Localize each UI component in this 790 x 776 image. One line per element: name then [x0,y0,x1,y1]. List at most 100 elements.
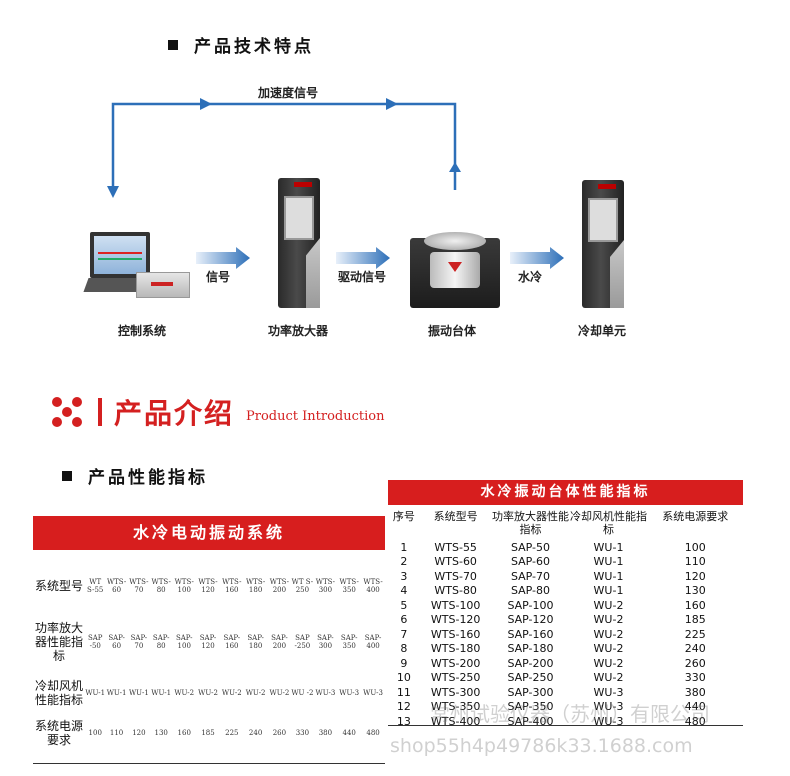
right-table-cell: 7 [400,627,408,641]
right-table-cell: WTS-160 [430,627,481,641]
right-table-cell: 330 [684,671,706,685]
left-table-cell: SAP -250 [294,634,311,650]
right-table-cell: WTS-55 [434,540,477,554]
feedback-label: 加速度信号 [258,86,319,100]
node-label-amplifier: 功率放大器 [268,324,329,338]
right-table-cell: 12 [396,700,411,714]
right-table-cell: WU-2 [593,656,624,670]
left-table-cell: WU -2 [291,689,314,697]
left-table-cell: WTS-100 [174,578,194,594]
left-table-cell: WTS-180 [245,578,266,594]
right-table-cell: 5 [400,598,408,612]
right-table-cell: SAP-200 [507,656,554,670]
left-table-cell: SAP-60 [108,634,125,650]
right-table-cell: WU-1 [593,569,624,583]
right-table-cell: SAP-300 [507,685,554,699]
node-label-shaker: 振动台体 [428,324,477,338]
left-table-cell: 130 [154,729,168,737]
left-table-cell: 480 [366,729,380,737]
right-table-cell: WU-3 [593,714,624,728]
right-table-cell: WU-1 [593,584,624,598]
right-table-cell: 10 [396,671,411,685]
right-table-cell: SAP-50 [510,540,551,554]
right-table-cell: WTS-250 [430,671,481,685]
left-table-cell: 330 [295,729,310,737]
left-table-cell: 380 [318,729,333,737]
left-table-cell: WT S-55 [87,578,104,594]
node-label-cooling-unit: 冷却单元 [578,324,627,338]
right-table-cell: 480 [684,714,706,728]
right-table-cell: 11 [396,685,411,699]
left-table-cell: SAP-100 [175,634,193,650]
left-table-bottom-rule [33,763,385,764]
right-table-cell: WU-2 [593,642,624,656]
left-table-cell: WU-3 [315,689,336,697]
right-table-cell: SAP-250 [507,671,554,685]
intro-title: 产品介绍 [114,397,235,430]
left-table-cell: WU-1 [106,689,127,697]
right-table-cell: 240 [684,642,706,656]
left-table-cell: WT S-250 [291,578,314,594]
right-table-cell: 120 [684,569,706,583]
right-table-cell: WTS-100 [430,598,481,612]
right-table-cell: WU-2 [593,671,624,685]
left-table-cell: SAP-80 [152,634,170,650]
right-table-cell: WU-2 [593,627,624,641]
left-table-cell: WU-2 [174,689,195,697]
right-table-cell: WU-1 [593,555,624,569]
right-table-column-header: 系统型号 [433,510,478,523]
right-table-cell: 2 [400,555,408,569]
product-intro-banner: 产品介绍 Product Introduction [50,392,384,432]
drive-signal-arrow-icon [336,247,390,269]
right-table-column-header: 系统电源要求 [662,510,729,523]
left-table-cell: WTS-300 [315,578,336,594]
left-table-cell: WU-2 [221,689,242,697]
shaker-table-image [410,232,500,308]
left-table-cell: 225 [225,729,239,737]
right-table-cell: 3 [400,569,408,583]
left-table-cell: SAP-160 [223,634,241,650]
right-table-column-header: 功率放大器性能指标 [492,510,569,536]
left-table-cell: WU-2 [269,689,290,697]
bullet-square-icon [168,39,178,50]
right-table-cell: 185 [684,613,706,627]
features-heading: 产品技术特点 [168,32,314,57]
right-table-row: 11 WTS-300 SAP-300 WU-3 380 [388,685,743,700]
molecule-logo-icon [52,397,82,427]
right-table-cell: 380 [684,685,706,699]
right-table-cell: 13 [396,714,411,728]
left-table-row-header: 系统电源要求 [34,719,83,747]
feedback-loop-arrows [107,98,564,269]
left-table-cell: 185 [201,729,215,737]
spec-heading: 产品性能指标 [62,463,208,488]
right-table-cell: 4 [400,584,408,598]
signal-arrow-icon [196,247,250,269]
right-table-cell: WTS-300 [430,685,481,699]
left-table-cell: 260 [272,729,287,737]
right-table-cell: 9 [400,656,408,670]
spec-heading-text: 产品性能指标 [88,468,208,488]
left-table-cell: 110 [109,729,124,737]
right-table-cell: WU-3 [593,685,624,699]
laptop-image [90,232,150,278]
left-table-row-header: 系统型号 [34,579,83,593]
right-table-cell: 8 [400,642,408,656]
right-table-cell: 160 [684,598,706,612]
left-table-cell: 440 [342,729,356,737]
right-table-cell: 260 [684,656,706,670]
left-table-cell: WTS-60 [106,578,127,594]
left-table-cell: WU-1 [151,689,172,697]
right-table-cell: SAP-180 [507,642,554,656]
